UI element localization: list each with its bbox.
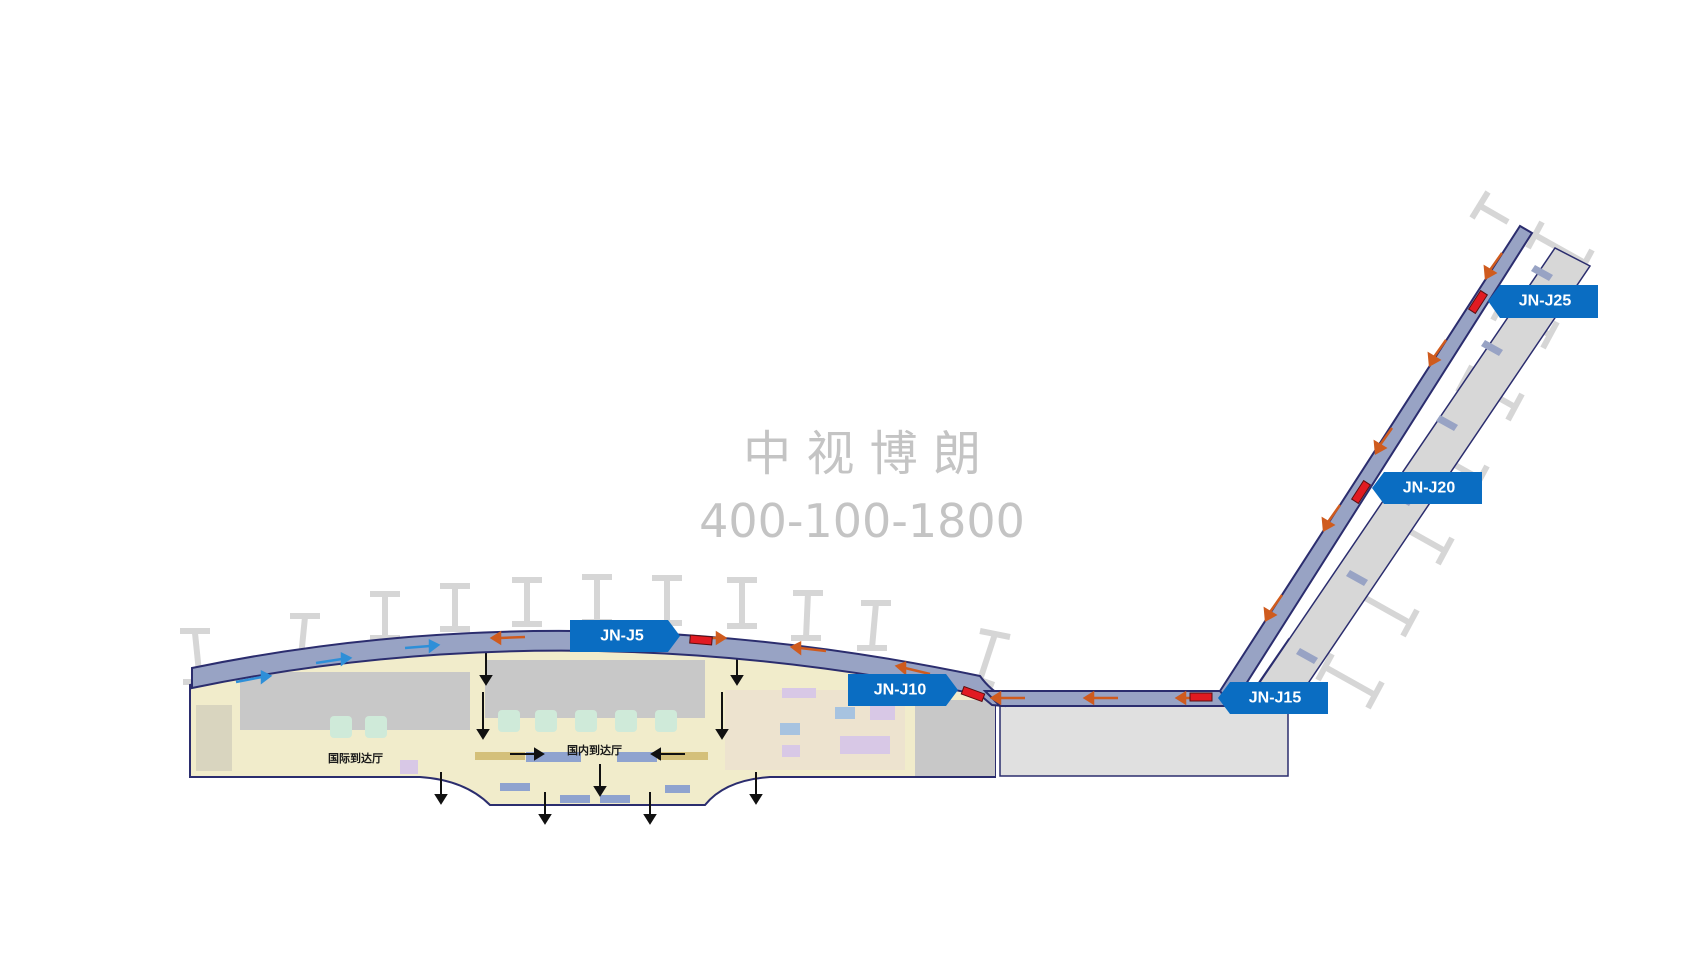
counter <box>600 795 630 803</box>
location-tag-label: JN-J5 <box>600 628 644 645</box>
left-service-block <box>196 705 232 771</box>
counter <box>665 785 690 793</box>
location-tag-label: JN-J10 <box>874 682 927 699</box>
down-arrow <box>749 772 763 805</box>
domestic-arrivals-label: 国内到达厅 <box>567 743 622 757</box>
location-tag-jn-j10[interactable]: JN-J10 <box>848 674 958 706</box>
jet-bridge <box>857 600 891 651</box>
down-arrow <box>593 764 607 797</box>
blue-flow-arrow <box>315 651 353 667</box>
baggage-belt <box>475 752 525 760</box>
baggage-belt <box>658 752 708 760</box>
counter <box>560 795 590 803</box>
jet-bridge <box>727 577 757 629</box>
shop <box>782 688 816 698</box>
ad-marker-jn-j20 <box>1350 479 1372 505</box>
ad-marker-jn-j10 <box>960 685 986 703</box>
location-tag-label: JN-J15 <box>1249 690 1302 707</box>
down-arrow <box>434 772 448 805</box>
location-tag-label: JN-J25 <box>1519 293 1572 310</box>
location-tag-label: JN-J20 <box>1403 480 1456 497</box>
ad-marker-jn-j5 <box>689 634 713 646</box>
ad-marker-jn-j25 <box>1467 289 1489 315</box>
jet-bridge <box>440 583 470 632</box>
international-arrivals-label: 国际到达厅 <box>328 751 383 765</box>
orange-flow-arrow <box>894 661 931 676</box>
shop <box>400 760 418 774</box>
location-tag-jn-j20[interactable]: JN-J20 <box>1372 472 1482 504</box>
baggage-carousel <box>535 710 557 732</box>
orange-flow-arrow <box>1263 594 1284 623</box>
hall-interior-blocks <box>196 660 995 803</box>
orange-flow-arrow <box>1483 252 1504 281</box>
right-arrow <box>510 747 545 761</box>
ad-markers <box>689 289 1489 703</box>
blue-flow-arrow <box>404 638 441 654</box>
baggage-carousel <box>330 716 352 738</box>
jet-bridge <box>791 590 823 641</box>
shop <box>835 707 855 719</box>
baggage-carousel <box>615 710 637 732</box>
shop <box>780 723 800 735</box>
location-tag-jn-j5[interactable]: JN-J5 <box>570 620 680 652</box>
shop <box>840 736 890 754</box>
jet-bridge <box>582 574 612 625</box>
east-block <box>915 700 995 776</box>
baggage-carousel <box>365 716 387 738</box>
orange-flow-arrow <box>489 630 526 646</box>
down-arrow <box>479 650 493 686</box>
orange-flow-arrow <box>1082 690 1118 706</box>
baggage-belt <box>617 752 657 762</box>
corridor-flow-arrows <box>235 252 1504 706</box>
shop <box>782 745 800 757</box>
down-arrow <box>476 692 490 740</box>
location-tag-jn-j15[interactable]: JN-J15 <box>1218 682 1328 714</box>
international-block <box>240 672 470 730</box>
counter <box>500 783 530 791</box>
domestic-block <box>485 660 705 718</box>
left-arrow <box>650 747 685 761</box>
jet-bridge <box>1469 190 1510 225</box>
orange-flow-arrow <box>1321 504 1342 533</box>
baggage-carousel <box>575 710 597 732</box>
baggage-carousel <box>498 710 520 732</box>
ad-marker-jn-j15 <box>1189 692 1213 702</box>
jet-bridge <box>512 577 542 627</box>
orange-flow-arrow <box>1427 339 1448 368</box>
down-arrow <box>538 792 552 825</box>
down-arrow <box>643 792 657 825</box>
jet-bridge <box>1315 652 1385 710</box>
orange-flow-arrow <box>1373 427 1394 456</box>
orange-flow-arrow <box>789 640 827 656</box>
pedestrian-flow-arrows <box>434 650 763 825</box>
baggage-belt <box>526 752 581 762</box>
jet-bridge <box>652 575 682 626</box>
blue-flow-arrow <box>235 669 273 685</box>
baggage-carousel <box>655 710 677 732</box>
down-arrow <box>715 692 729 740</box>
location-tag-jn-j25[interactable]: JN-J25 <box>1488 285 1598 318</box>
jet-bridge <box>370 591 400 641</box>
shop <box>870 706 895 720</box>
watermark-company: 中 视 博 朗 <box>743 426 981 482</box>
watermark: 中 视 博 朗 400-100-1800 <box>699 426 1025 548</box>
orange-flow-arrow <box>989 690 1025 706</box>
location-tags: JN-J5 JN-J10 JN-J15 JN-J20 JN-J25 <box>570 285 1598 714</box>
watermark-phone: 400-100-1800 <box>699 494 1025 548</box>
